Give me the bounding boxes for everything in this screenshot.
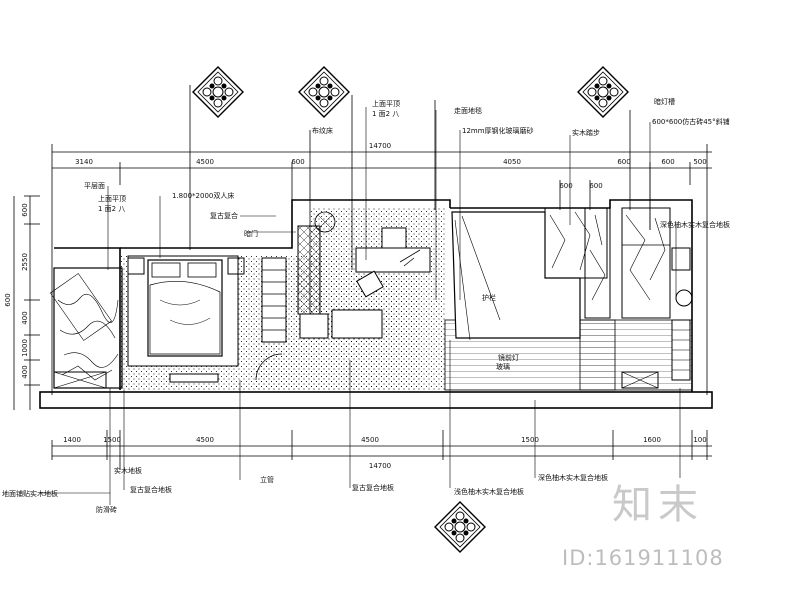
label-glass: 12mm厚钢化玻璃磨砂 <box>462 126 534 135</box>
elevation-marker-icon <box>434 501 486 553</box>
label-fabric-bed: 布纹床 <box>312 126 333 135</box>
dim-bottom-total: 14700 <box>369 462 391 470</box>
leader-lines <box>40 107 681 505</box>
right-bathroom <box>621 207 671 319</box>
label-hidden-door: 暗门 <box>244 229 258 238</box>
elevation-marker-icon <box>192 66 244 118</box>
bath-door <box>53 371 107 389</box>
label-light-slot: 暗灯槽 <box>654 97 675 106</box>
marble-wall <box>544 207 608 279</box>
label-ceiling: 上面平顶 <box>372 99 400 108</box>
watermark-id: ID:161911108 <box>562 546 724 570</box>
dim-left-total: 600 <box>4 293 12 306</box>
label-mirror-light: 镜前灯 <box>498 353 519 362</box>
label-dark-teak: 深色柚木实木复合地板 <box>660 220 730 229</box>
label-railing: 护栏 <box>482 293 496 302</box>
dim-left-seg: 2550 <box>21 253 29 271</box>
label-bottom-7: 深色柚木实木复合地板 <box>538 473 608 482</box>
dim-bottom-seg: 1500 <box>521 436 539 444</box>
label-bottom-2: 复古复合地板 <box>130 485 172 494</box>
study-desk <box>355 247 431 273</box>
label-bottom-6: 浅色柚木实木复合地板 <box>454 487 524 496</box>
toilet-icon <box>671 247 691 271</box>
elevation-marker-icon <box>577 66 629 118</box>
dim-bottom-seg: 4500 <box>361 436 379 444</box>
dim-bottom-seg: 4500 <box>196 436 214 444</box>
dim-top-total: 14700 <box>369 142 391 150</box>
sofa <box>331 309 383 339</box>
dim-bottom-seg: 1400 <box>63 436 81 444</box>
label-bottom-4: 复古复合地板 <box>352 483 394 492</box>
dim-top-seg: 600 <box>661 158 674 166</box>
label-floor-level: 平层面 <box>84 182 105 190</box>
label-left-ceiling-note: 1 面2 八 <box>98 205 125 213</box>
atrium-void <box>451 211 581 339</box>
marble-texture <box>50 273 119 381</box>
dim-top-seg: 4050 <box>503 158 521 166</box>
label-bottom-3: 立管 <box>260 475 274 484</box>
double-bed <box>147 259 223 357</box>
bottom-dimension-lines <box>51 430 712 470</box>
label-glass-note: 玻璃 <box>496 362 510 371</box>
dim-bottom-seg: 1500 <box>103 436 121 444</box>
left-dimension-lines <box>13 195 40 410</box>
label-wood-step: 实木踏步 <box>572 128 600 137</box>
dim-bottom-seg: 100 <box>693 436 706 444</box>
watermark-brand: 知末 <box>612 482 704 528</box>
label-composite: 复古复合 <box>210 211 238 220</box>
dim-left-seg: 1000 <box>21 339 29 357</box>
desk-chair <box>381 227 407 249</box>
label-bed: 1.800*2000双人床 <box>172 191 234 200</box>
dim-bottom-seg: 1600 <box>643 436 661 444</box>
label-carpet: 走面地毯 <box>454 106 482 115</box>
tv-cabinet <box>169 373 219 383</box>
dim-left-seg: 400 <box>21 311 29 324</box>
label-ceiling-note: 1 面2 八 <box>372 110 399 118</box>
label-left-ceiling: 上面平顶 <box>98 194 126 203</box>
bookshelf <box>297 225 321 315</box>
label-bottom-8: 地面铺贴实木地板 <box>2 489 58 498</box>
corridor-floor-hatch <box>256 338 446 390</box>
dim-top-subseg: 600 <box>559 182 572 190</box>
dim-top-seg: 600 <box>617 158 630 166</box>
elevation-marker-icon <box>298 66 350 118</box>
dim-top-subseg: 600 <box>589 182 602 190</box>
label-bottom-1: 实木地板 <box>114 466 142 475</box>
label-bottom-5: 防滑砖 <box>96 505 117 514</box>
dim-left-seg: 400 <box>21 365 29 378</box>
wardrobe <box>261 257 287 343</box>
dim-top-seg: 600 <box>291 158 304 166</box>
basin-icon <box>675 289 693 307</box>
dim-top-seg: 500 <box>693 158 706 166</box>
plant-icon <box>314 211 336 233</box>
dim-top-seg: 3140 <box>75 158 93 166</box>
dim-top-seg: 4500 <box>196 158 214 166</box>
dim-left-seg: 600 <box>21 203 29 216</box>
label-tile: 600*600仿古砖45°斜铺 <box>652 117 730 126</box>
